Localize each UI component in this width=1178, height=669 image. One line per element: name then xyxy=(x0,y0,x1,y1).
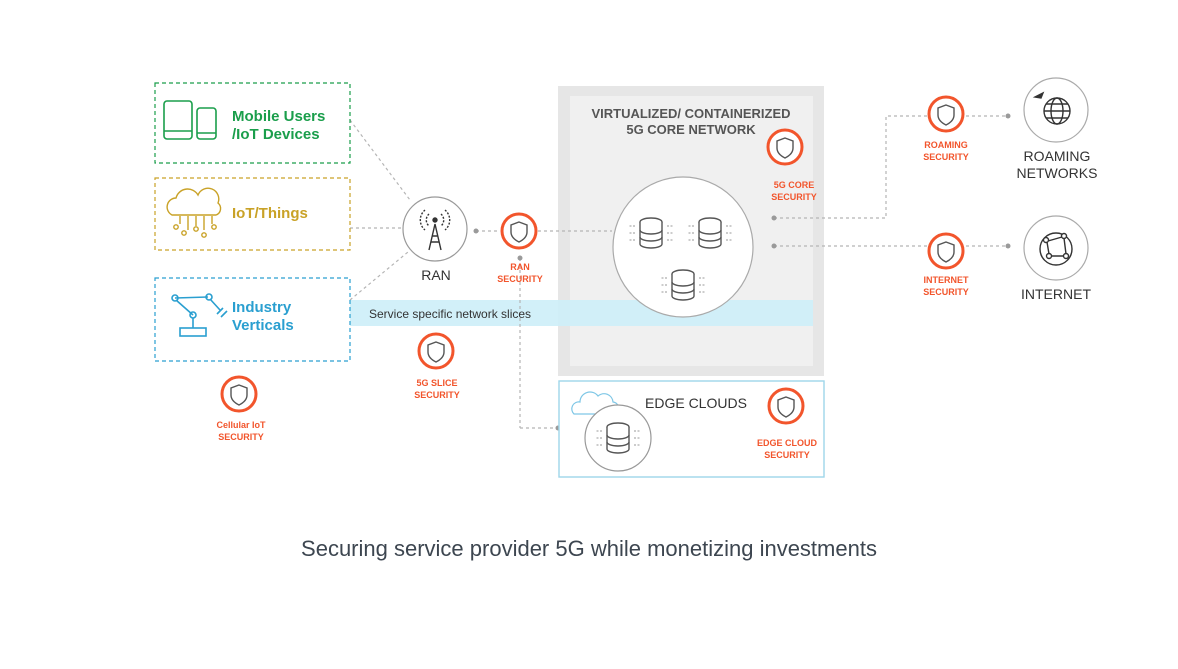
roaming-security-badge: ROAMING SECURITY xyxy=(923,95,969,162)
industry-verticals-box: Industry Verticals xyxy=(154,277,351,362)
shield-icon xyxy=(500,212,538,250)
internet-label: INTERNET xyxy=(1021,286,1091,302)
network-globe-icon xyxy=(1039,232,1073,266)
shield-icon xyxy=(766,128,804,166)
robot-arm-icon xyxy=(171,293,228,337)
roaming-security-line2: SECURITY xyxy=(923,152,969,162)
core-title-line1: VIRTUALIZED/ CONTAINERIZED xyxy=(591,106,790,121)
edge-security-line1: EDGE CLOUD xyxy=(757,438,818,448)
core-security-line2: SECURITY xyxy=(771,192,817,202)
roaming-networks-line1: ROAMING xyxy=(1024,148,1091,164)
mobile-devices-icon xyxy=(163,100,217,140)
core-security-badge: 5G CORE SECURITY xyxy=(766,128,817,202)
edge-cloud-security-badge: EDGE CLOUD SECURITY xyxy=(757,387,818,460)
ran-security-line2: SECURITY xyxy=(497,274,543,284)
shield-icon xyxy=(417,332,455,370)
cellular-security-line1: Cellular IoT xyxy=(216,420,266,430)
shield-icon xyxy=(927,232,965,270)
edge-clouds-label: EDGE CLOUDS xyxy=(645,395,747,411)
roaming-security-line1: ROAMING xyxy=(924,140,968,150)
connector-dots xyxy=(473,113,1011,431)
roaming-networks-line2: NETWORKS xyxy=(1017,165,1098,181)
slice-security-badge: 5G SLICE SECURITY xyxy=(414,332,460,400)
industry-line2: Verticals xyxy=(232,317,294,334)
iot-things-label: IoT/Things xyxy=(232,205,308,222)
roaming-networks-node: ROAMING NETWORKS xyxy=(1017,77,1098,181)
globe-plane-icon xyxy=(1032,91,1071,125)
ran-security-badge: RAN SECURITY xyxy=(497,212,543,284)
edge-security-line2: SECURITY xyxy=(764,450,810,460)
network-slice-band xyxy=(350,300,813,326)
industry-line1: Industry xyxy=(232,299,292,316)
antenna-tower-icon xyxy=(419,209,451,251)
mobile-users-line2: /IoT Devices xyxy=(232,126,320,143)
ran-node: RAN xyxy=(402,196,468,283)
core-database-cluster xyxy=(612,176,754,318)
shield-icon xyxy=(927,95,965,133)
iot-things-box: IoT/Things xyxy=(154,177,351,251)
internet-security-line2: SECURITY xyxy=(923,287,969,297)
cellular-security-line2: SECURITY xyxy=(218,432,264,442)
figure-caption: Securing service provider 5G while monet… xyxy=(301,536,877,561)
ran-security-line1: RAN xyxy=(510,262,530,272)
internet-security-line1: INTERNET xyxy=(924,275,970,285)
core-security-line1: 5G CORE xyxy=(774,180,815,190)
internet-security-badge: INTERNET SECURITY xyxy=(923,232,970,297)
slice-security-line1: 5G SLICE xyxy=(416,378,457,388)
cloud-iot-icon xyxy=(166,187,222,238)
slice-band-label: Service specific network slices xyxy=(369,307,531,321)
cellular-iot-security-badge: Cellular IoT SECURITY xyxy=(216,375,266,442)
ran-label: RAN xyxy=(421,267,451,283)
slice-security-line2: SECURITY xyxy=(414,390,460,400)
connectors xyxy=(349,115,1008,429)
shield-icon xyxy=(220,375,258,413)
mobile-users-box: Mobile Users /IoT Devices xyxy=(154,82,351,164)
core-title-line2: 5G CORE NETWORK xyxy=(626,122,756,137)
mobile-users-line1: Mobile Users xyxy=(232,108,325,125)
shield-icon xyxy=(767,387,805,425)
internet-node: INTERNET xyxy=(1021,215,1091,302)
